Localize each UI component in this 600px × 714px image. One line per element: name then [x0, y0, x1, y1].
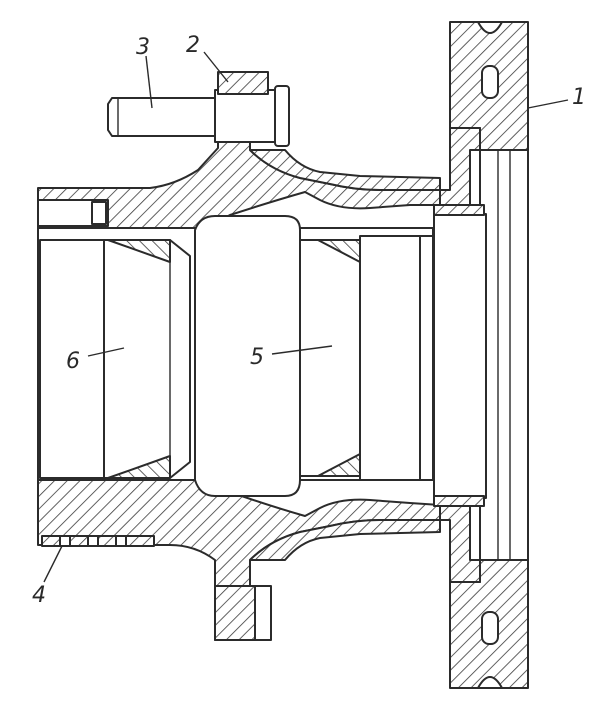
tone-ring	[41, 535, 155, 547]
label-6: 6	[66, 349, 80, 374]
label-3: 3	[136, 35, 150, 60]
callout-flange: 1	[527, 85, 586, 110]
outer-bearing	[39, 239, 191, 479]
label-5: 5	[250, 345, 264, 370]
callout-stud: 3	[136, 35, 153, 109]
callout-nut: 2	[186, 33, 229, 83]
label-2: 2	[186, 33, 200, 58]
callout-outer-bearing: 6	[66, 347, 125, 374]
stud-nut	[217, 71, 269, 95]
label-1: 1	[572, 85, 586, 110]
callout-inner-bearing: 5	[250, 345, 333, 370]
label-4: 4	[32, 583, 46, 608]
wheel-flange	[439, 21, 529, 689]
lower-stud-boss	[214, 585, 272, 641]
hub-housing	[37, 131, 441, 641]
grease-plug	[37, 199, 109, 227]
wheel-stud	[107, 85, 290, 147]
hub-seal	[433, 204, 487, 507]
callout-ring: 4	[32, 545, 63, 608]
inner-bearing	[194, 215, 434, 497]
